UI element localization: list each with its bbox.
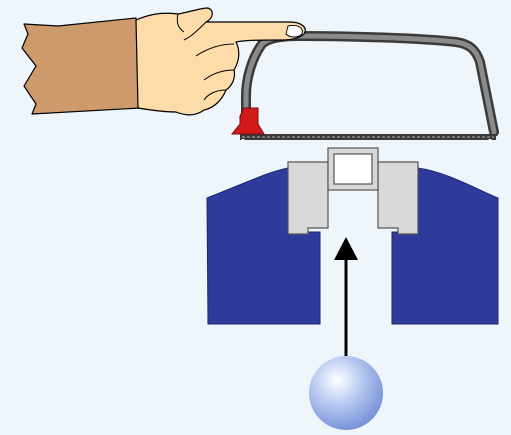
jaw-pad-left <box>287 161 329 235</box>
square-tube-workpiece <box>327 147 379 191</box>
arrow-up-icon <box>334 237 358 360</box>
jaw-pad-right <box>377 161 419 235</box>
hand <box>135 7 306 116</box>
sphere-marker-icon <box>309 356 383 430</box>
hacksaw-icon <box>230 31 499 143</box>
bench-vise-icon <box>206 161 499 325</box>
hand-pointing-icon <box>21 7 306 116</box>
saw-frame <box>241 31 499 137</box>
saw-tensioner <box>230 107 265 135</box>
sleeve <box>21 17 141 115</box>
vise-jaw-left <box>206 167 321 325</box>
